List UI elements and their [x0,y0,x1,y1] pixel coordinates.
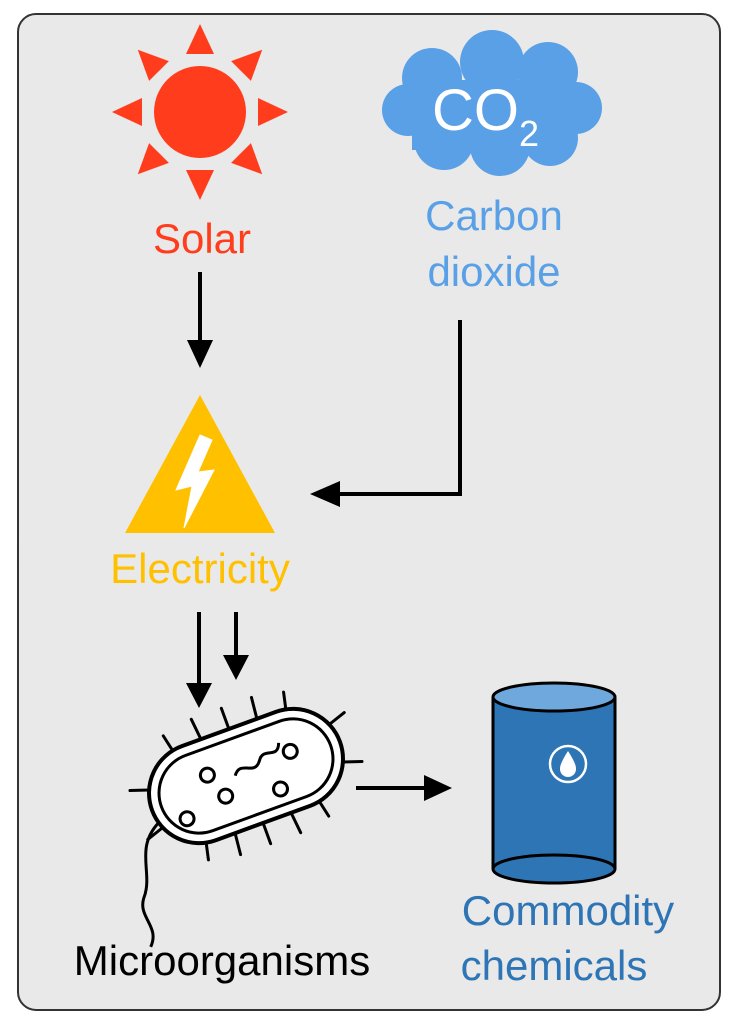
bacterium-icon [128,690,364,948]
lightning-triangle-icon [125,395,275,533]
solar-label: Solar [153,215,251,262]
sun-icon [112,24,288,200]
co2-label-line2: dioxide [427,248,560,295]
arrow-solar-to-electricity [187,272,213,368]
electricity-label: Electricity [110,545,290,592]
chemicals-label-line2: chemicals [461,942,648,989]
cloud-icon [382,30,602,176]
arrows-electricity-to-microorganisms [186,612,249,708]
arrow-microorganisms-to-chemicals [356,775,452,801]
arrow-co2-to-electricity [310,320,462,507]
barrel-icon [491,681,617,885]
microorganisms-label: Microorganisms [74,937,370,984]
oil-drop-icon [548,744,588,784]
co2-subscript: 2 [519,113,539,154]
co2-icon-text: CO2 [432,78,539,154]
chemicals-label-line1: Commodity [462,887,674,934]
co2-label-line1: Carbon [425,192,563,239]
